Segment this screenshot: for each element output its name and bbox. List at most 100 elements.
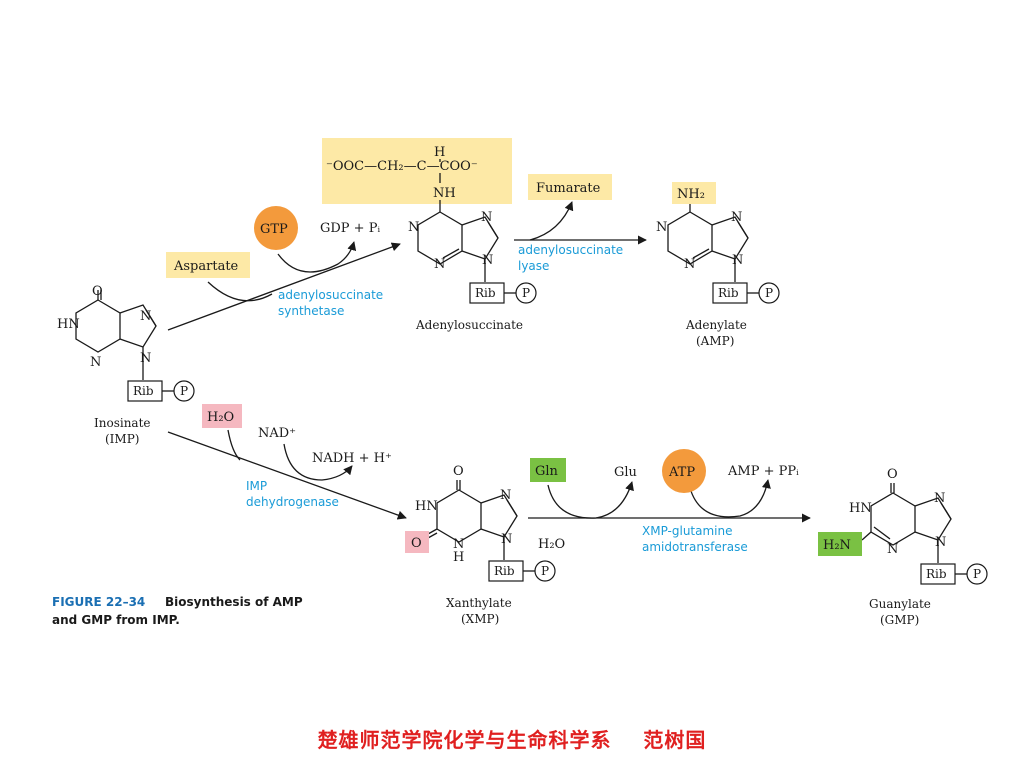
enzyme-impdh-line1: IMP [246,479,267,493]
imp-rib-label: Rib [133,384,154,398]
atp-label: ATP [668,465,695,480]
amp-atom-nh2: NH₂ [677,187,705,202]
gmp-atom-n1: N [934,491,945,506]
xmp-rib-label: Rib [494,564,515,578]
amp-atom-n4: N [732,253,743,268]
aspartate-highlight [166,252,250,278]
gmp-atom-n2: N [935,535,946,550]
enzyme-gmps-line2: amidotransferase [642,540,748,554]
amp-ppi-label: AMP + PPᵢ [727,464,799,479]
xmp-structure: O O HN N N N H Rib P Xanthylate (XMP) [405,464,556,626]
xmp-atom-o-left: O [411,536,422,551]
xmp-p-label: P [541,564,549,578]
adenylosuccinate-rib-label: Rib [475,286,496,300]
h2o-bottom-label: H₂O [538,537,565,552]
enzyme-adsl-line1: adenylosuccinate [518,243,623,257]
gdp-pi-label: GDP + Pᵢ [320,221,380,236]
arrow-imp-to-xmp [167,431,407,520]
xmp-atom-hn: HN [415,499,438,514]
imp-p-label: P [180,384,188,398]
gmp-structure: O H₂N HN N N N Rib P Guanylate (GMP) [818,467,988,627]
gtp-label: GTP [260,222,288,237]
adenylosuccinate-atom-nh: NH [433,186,456,201]
adenylosuccinate-name: Adenylosuccinate [415,318,523,332]
amp-p-label: P [765,286,773,300]
adenylosuccinate-chain: ⁻OOC—CH₂—C—COO⁻ [326,159,478,174]
aspartate-label: Aspartate [173,259,239,274]
amp-atom-n2: N [731,210,742,225]
gmp-name: Guanylate [869,597,931,611]
enzyme-adss-line2: synthetase [278,304,344,318]
imp-atom-o: O [92,284,103,299]
enzyme-gmps-line1: XMP-glutamine [642,524,733,538]
gmp-abbr: (GMP) [880,613,919,627]
adenylosuccinate-atom-n2: N [481,210,492,225]
amp-atom-n3: N [684,257,695,272]
imp-atom-hn: HN [57,317,80,332]
xmp-atom-nh: N [453,537,464,552]
atp-curve [689,479,771,518]
imp-phosphate-circle [173,380,195,402]
amp-phosphate-circle [758,282,780,304]
amp-atom-n1: N [656,220,667,235]
h2o-top-highlight [202,404,242,428]
gln-label: Gln [535,464,559,479]
gmp-atom-hn: HN [849,501,872,516]
imp-atom-n1: N [140,309,151,324]
adenylosuccinate-atom-h: H [434,145,445,160]
caption-line2: and GMP from IMP. [52,613,180,627]
gmp-atom-n3: N [887,542,898,557]
imp-structure: O HN N N N Rib P Inosinate (IMP) [57,284,195,446]
nadh-label: NADH + H⁺ [312,451,392,466]
adenylosuccinate-p-label: P [522,286,530,300]
footer-credit: 楚雄师范学院化学与生命科学系 范树国 [317,728,707,752]
amp-rib-label: Rib [718,286,739,300]
xmp-abbr: (XMP) [461,612,499,626]
h2o-curve [227,429,241,461]
enzyme-adsl-line2: lyase [518,259,549,273]
gln-glu-curve [547,481,634,519]
amp-structure: NH₂ N N N N Rib P Adenylate (AMP) [656,182,780,348]
xmp-atom-o-top: O [453,464,464,479]
xmp-o-highlight [405,531,429,553]
imp-name: Inosinate [94,416,151,430]
caption-line1: Biosynthesis of AMP [165,595,303,609]
enzyme-impdh-line2: dehydrogenase [246,495,339,509]
adenylosuccinate-atom-n3: N [434,257,445,272]
adenylosuccinate-phosphate-circle [515,282,537,304]
h2o-top-label: H₂O [207,410,234,425]
fumarate-label: Fumarate [536,181,601,196]
gmp-phosphate-circle [966,563,988,585]
xmp-name: Xanthylate [446,596,512,610]
adenylosuccinate-atom-n1: N [408,220,419,235]
fumarate-curve [529,201,574,241]
arrow-imp-to-adenylosuccinate [167,242,401,331]
atp-circle [662,449,706,493]
glu-label: Glu [614,465,637,480]
gln-highlight [530,458,566,482]
gtp-circle [254,206,298,250]
amp-name: Adenylate [685,318,747,332]
gmp-h2n-highlight [818,532,862,556]
figure-caption: FIGURE 22–34 Biosynthesis of AMP and GMP… [52,595,303,627]
xmp-phosphate-circle [534,560,556,582]
enzyme-adss-line1: adenylosuccinate [278,288,383,302]
imp-atom-n2: N [90,355,101,370]
amp-abbr: (AMP) [696,334,734,348]
aspartate-curve [207,281,273,302]
caption-figure-number: FIGURE 22–34 [52,595,145,609]
gtp-curve [277,241,357,273]
xmp-atom-n2: N [501,532,512,547]
succinyl-highlight [322,138,512,204]
gmp-rib-label: Rib [926,567,947,581]
gmp-atom-o-top: O [887,467,898,482]
gmp-atom-h2n: H₂N [823,538,851,553]
nad-label: NAD⁺ [258,426,296,441]
amp-nh2-highlight [672,182,716,204]
imp-abbr: (IMP) [105,432,139,446]
xmp-atom-n1: N [500,488,511,503]
xmp-atom-h: H [453,550,464,565]
imp-atom-n3: N [140,351,151,366]
adenylosuccinate-atom-n4: N [482,253,493,268]
